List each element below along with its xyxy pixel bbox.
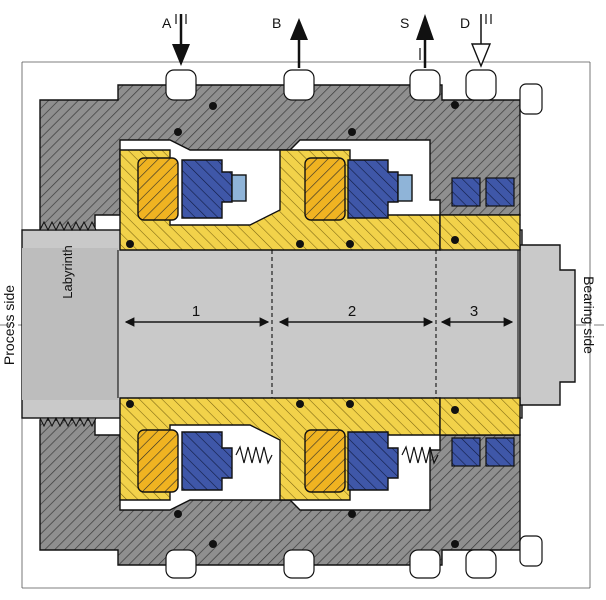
section-labels: 1 2 3 [192,303,478,320]
port-A-letter: A [162,15,172,31]
seal-faces-yellow [137,157,346,493]
port-B: B [272,15,308,68]
port-A: A [162,14,190,66]
section-label-2: 2 [348,303,356,320]
springs [235,445,439,465]
section-label-1: 1 [192,303,200,320]
bearing-side-label: Bearing side [581,276,597,354]
process-side-label: Process side [1,285,17,365]
port-D-letter: D [460,15,470,31]
port-S: S [400,14,434,68]
port-S-letter: S [400,15,409,31]
seal-faces-blue [181,159,413,491]
labyrinth-teeth [39,220,97,428]
housing-upper [39,84,521,231]
port-bosses [165,69,543,579]
section-label-3: 3 [470,303,478,320]
shaft [21,229,576,419]
port-B-letter: B [272,15,281,31]
o-rings [126,101,459,548]
sleeve-lower [119,397,521,501]
section-boundaries [117,250,519,398]
lip-seals [451,177,515,467]
port-D: D [460,14,492,68]
labyrinth-label: Labyrinth [60,245,75,298]
